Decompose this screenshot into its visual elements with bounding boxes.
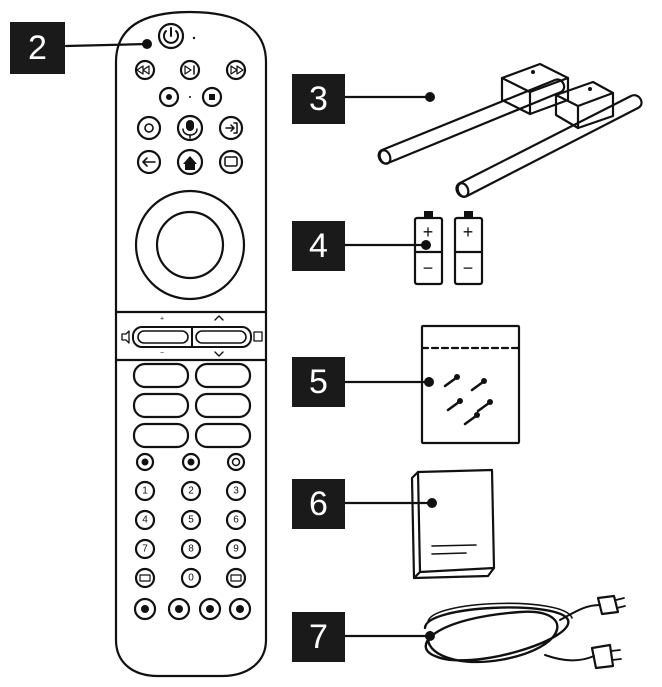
power-cord-illustration [343, 594, 626, 670]
plug-bottom [590, 643, 615, 670]
screw-bag-illustration [343, 324, 521, 445]
stand-block-right [554, 80, 615, 130]
power-button[interactable] [157, 22, 185, 50]
battery-1-minus: − [423, 258, 434, 278]
stop-button[interactable] [201, 86, 223, 108]
number-keypad[interactable] [134, 480, 247, 589]
callout-3: 3 [292, 74, 345, 124]
rewind-button[interactable] [134, 59, 156, 81]
key-7[interactable]: 7 [142, 544, 148, 555]
key-0[interactable]: 0 [188, 573, 194, 584]
callout-5: 5 [292, 357, 345, 407]
key-3[interactable]: 3 [233, 486, 239, 497]
guide-button[interactable] [218, 149, 244, 175]
battery-1-plus: + [423, 222, 434, 242]
color-buttons[interactable] [133, 597, 252, 621]
remote-body [114, 10, 268, 678]
navigation-ring[interactable] [134, 189, 246, 301]
fast-forward-button[interactable] [225, 59, 247, 81]
function-buttons[interactable] [135, 452, 246, 472]
key-6[interactable]: 6 [233, 515, 239, 526]
key-9[interactable]: 9 [233, 544, 239, 555]
play-pause-button[interactable] [179, 59, 201, 81]
manual-illustration [343, 468, 496, 580]
record-button[interactable] [158, 86, 180, 108]
key-8[interactable]: 8 [188, 544, 194, 555]
stand-rod-rear [377, 78, 566, 165]
home-button[interactable] [176, 148, 204, 176]
settings-button[interactable] [136, 115, 162, 141]
battery-2-plus: + [463, 222, 474, 242]
key-qmenu-icon[interactable] [230, 574, 242, 582]
indicator-dot [192, 36, 196, 40]
indicator-dot-small [189, 96, 191, 98]
key-2[interactable]: 2 [188, 486, 194, 497]
battery-2-minus: − [463, 258, 474, 278]
callout-2: 2 [10, 22, 65, 74]
volume-plus-label: + [160, 316, 164, 323]
key-4[interactable]: 4 [142, 515, 148, 526]
callout-7: 7 [292, 612, 345, 662]
ok-button [155, 210, 225, 280]
key-5[interactable]: 5 [188, 515, 194, 526]
batteries-illustration [343, 211, 484, 286]
leader-line-2 [64, 42, 149, 48]
microphone-button[interactable] [176, 114, 204, 142]
plug-top [596, 594, 620, 616]
power-cord-coil [423, 606, 570, 664]
stand-illustration [343, 62, 643, 198]
callout-6: 6 [292, 479, 345, 529]
screws [443, 374, 493, 426]
callout-4: 4 [292, 221, 345, 271]
volume-channel-rocker[interactable] [121, 315, 263, 357]
back-button[interactable] [136, 149, 162, 175]
input-button[interactable] [218, 115, 244, 141]
screw-bag [420, 324, 521, 445]
key-list-icon[interactable] [139, 574, 151, 582]
volume-minus-label: − [160, 350, 164, 357]
manual-cover [416, 468, 496, 574]
remote-control [114, 10, 268, 678]
app-buttons[interactable] [132, 362, 252, 449]
key-1[interactable]: 1 [142, 486, 148, 497]
